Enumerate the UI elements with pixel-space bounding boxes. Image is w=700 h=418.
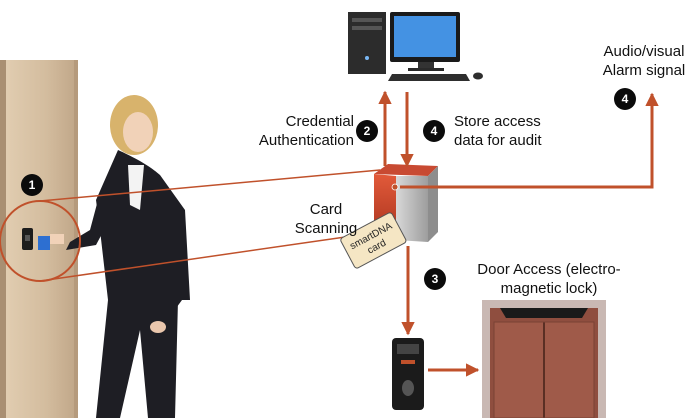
step-badge-door-access: 3	[424, 268, 446, 290]
store-label-line1: Store access	[454, 113, 541, 130]
card-scanning-line1: Card	[309, 201, 343, 218]
alarm-label-line2: Alarm signal	[602, 62, 686, 79]
fingerprint-reader-icon	[392, 338, 424, 410]
zoom-line-top	[39, 169, 381, 202]
step-badge-alarm-signal: 4	[614, 88, 636, 110]
door-access-line2: magnetic lock)	[500, 280, 598, 297]
arrow-to-alarm	[400, 92, 659, 189]
zoom-line-bottom	[39, 231, 381, 282]
step-badge-store-access-data: 4	[423, 120, 445, 142]
wall-card-reader-icon	[22, 228, 33, 250]
store-label-line2: data for audit	[454, 132, 542, 149]
elevator-door-icon	[482, 300, 606, 418]
credential-authentication-label: Credential Authentication	[232, 112, 354, 150]
door-access-label: Door Access (electro- magnetic lock)	[464, 260, 634, 298]
person-figure	[38, 95, 190, 418]
alarm-label-line1: Audio/visual	[603, 43, 685, 60]
alarm-signal-label: Audio/visual Alarm signal	[596, 42, 692, 80]
card-scanning-label: Card Scanning	[294, 200, 358, 238]
door-access-line1: Door Access (electro-	[477, 261, 621, 278]
step-badge-card-scanning: 1	[21, 174, 43, 196]
desktop-computer-icon	[348, 12, 483, 81]
card-scanning-line2: Scanning	[294, 220, 358, 237]
store-access-data-label: Store access data for audit	[454, 112, 574, 150]
step-badge-credential-authentication: 2	[356, 120, 378, 142]
credential-label-line1: Credential	[285, 113, 354, 130]
credential-label-line2: Authentication	[258, 132, 354, 149]
